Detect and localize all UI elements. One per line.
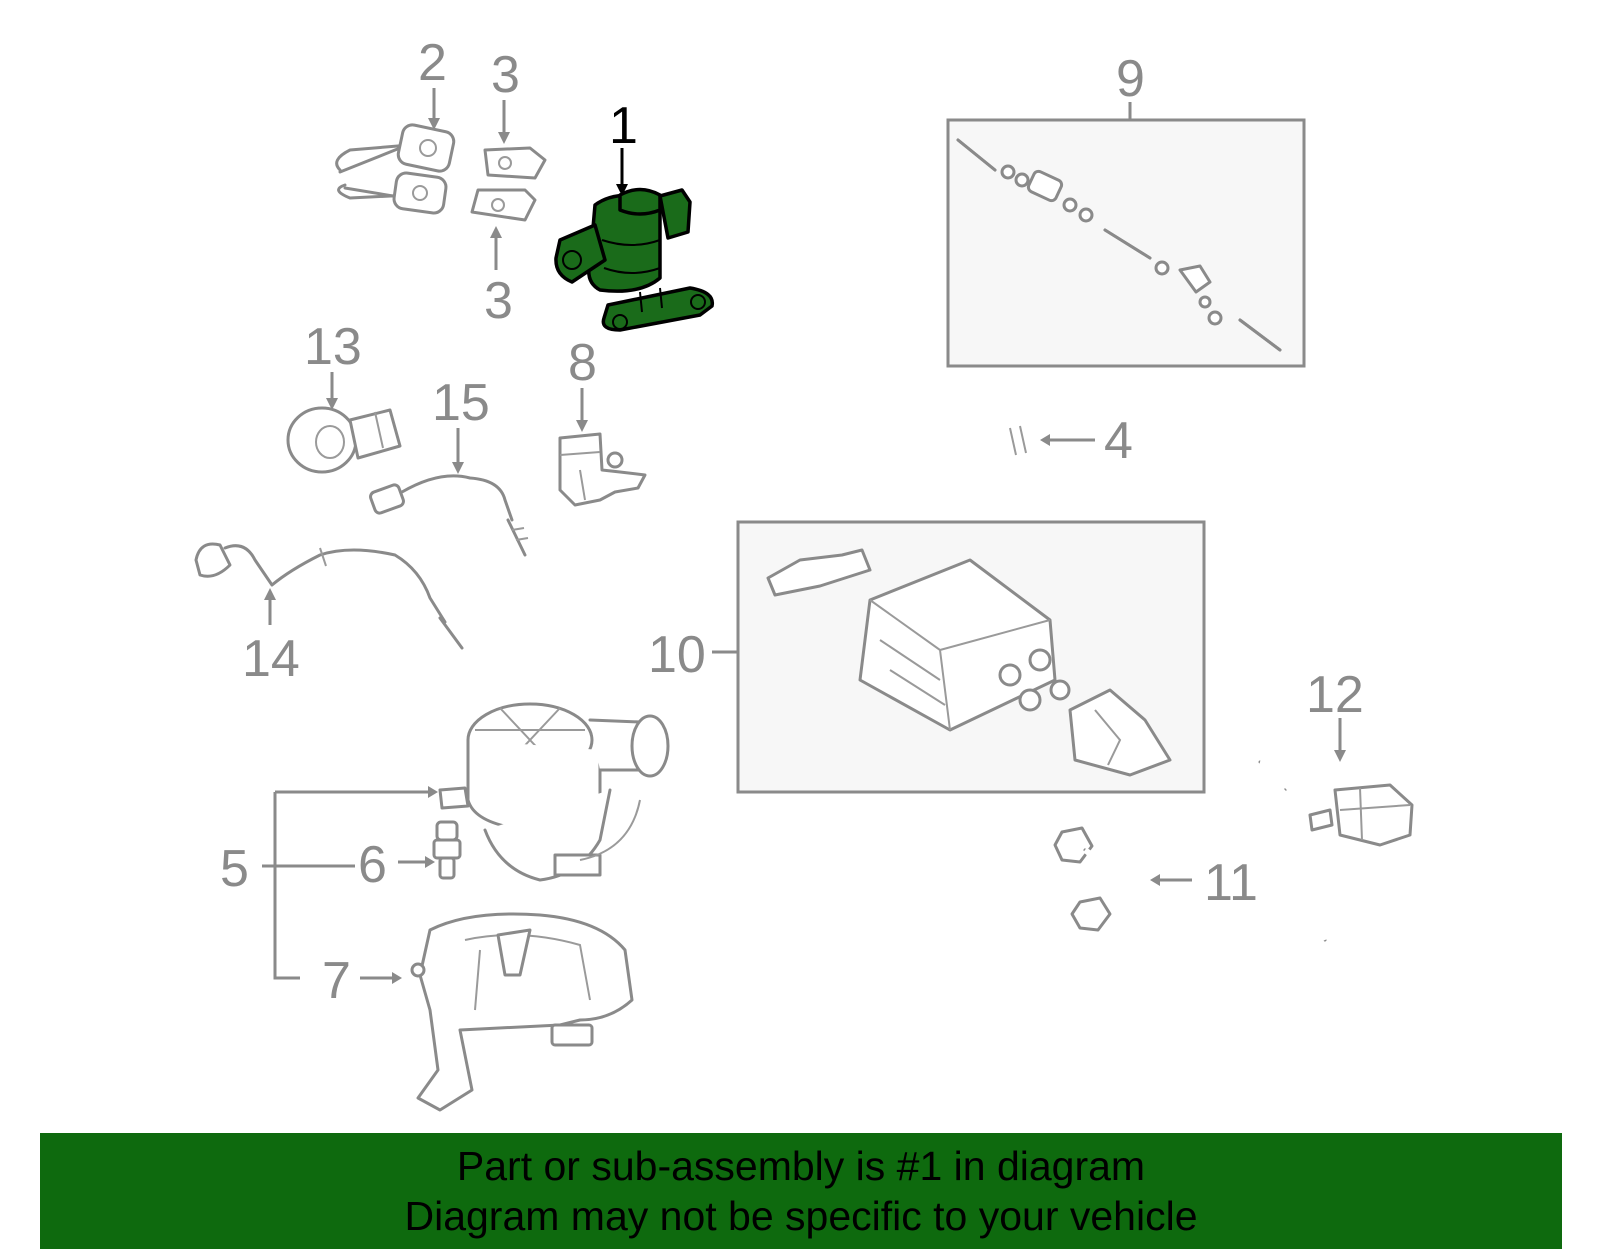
part-2-air-pipe[interactable] <box>335 123 456 215</box>
callout-11: 11 <box>1204 854 1258 912</box>
callout-4: 4 <box>1104 412 1133 470</box>
info-banner: Part or sub-assembly is #1 in diagram Di… <box>40 1133 1562 1249</box>
callout-5: 5 <box>220 840 249 898</box>
callout-1: 1 <box>609 97 638 155</box>
part-7-bracket[interactable] <box>410 912 634 1112</box>
callout-3-lower: 3 <box>484 272 513 330</box>
part-3-gasket-lower[interactable] <box>470 188 537 222</box>
callout-3-upper: 3 <box>491 46 520 104</box>
part-3-gasket-upper[interactable] <box>483 146 547 180</box>
part-10-charcoal-canister[interactable] <box>766 548 1172 777</box>
callout-13: 13 <box>304 318 362 376</box>
callout-9: 9 <box>1116 50 1145 108</box>
part-1-air-switching-valve[interactable] <box>554 187 715 332</box>
callout-15: 15 <box>432 374 490 432</box>
callout-12: 12 <box>1306 666 1364 724</box>
part-6-plug[interactable] <box>432 820 462 880</box>
callout-8: 8 <box>568 334 597 392</box>
callout-2: 2 <box>418 34 447 92</box>
callout-6: 6 <box>358 836 387 894</box>
part-12-vsv[interactable] <box>1258 758 1414 942</box>
part-15-oxygen-sensor[interactable] <box>369 474 529 557</box>
callout-10: 10 <box>648 626 706 684</box>
callout-7: 7 <box>322 952 351 1010</box>
part-8-vsv[interactable] <box>558 432 647 507</box>
part-11-pipe[interactable] <box>1053 826 1145 932</box>
part-4-hose[interactable] <box>597 411 1043 589</box>
leader-5-bracket <box>273 792 300 980</box>
part-14-oxygen-sensor[interactable] <box>194 542 464 650</box>
callout-14: 14 <box>242 630 300 688</box>
part-13-sensor[interactable] <box>286 406 402 474</box>
banner-line-2: Diagram may not be specific to your vehi… <box>404 1193 1198 1239</box>
banner-line-1: Part or sub-assembly is #1 in diagram <box>456 1143 1146 1189</box>
part-9-hose-kit[interactable] <box>956 138 1282 352</box>
part-5-air-pump[interactable] <box>438 702 670 882</box>
